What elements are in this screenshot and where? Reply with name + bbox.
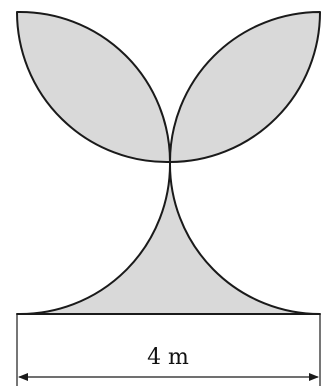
dimension-label: 4 m [147, 345, 189, 370]
base-region [16, 161, 321, 316]
right-leaf [169, 11, 321, 163]
left-leaf [16, 10, 171, 164]
